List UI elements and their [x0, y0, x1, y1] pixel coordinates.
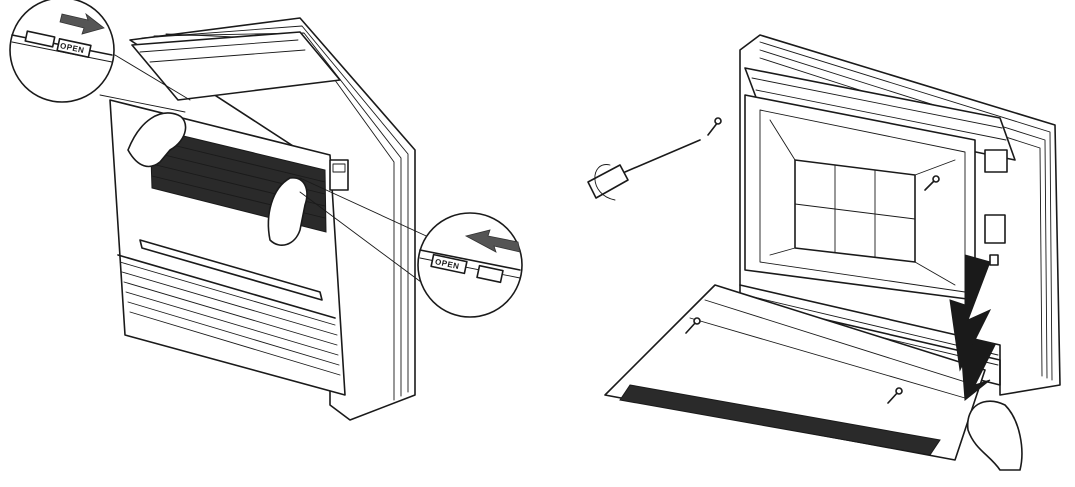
right-hand — [267, 177, 308, 246]
control-box — [984, 214, 1006, 244]
latch-callout-bottom: OPEN — [417, 212, 523, 318]
screw-icon — [685, 317, 701, 334]
intake-slots — [117, 239, 341, 376]
right-unit-figure — [587, 34, 1061, 471]
display-panel — [329, 159, 349, 191]
front-panel-opened — [604, 284, 986, 461]
latch-tab-bottom — [476, 264, 504, 284]
latch-callout-top: OPEN — [9, 0, 115, 103]
screwdriver-icon — [587, 139, 701, 201]
panel-intake-grille — [619, 384, 941, 456]
arrow-right-icon — [59, 12, 105, 35]
hand — [967, 400, 1023, 471]
screw-icon — [887, 387, 903, 404]
latch-label-box-top — [56, 38, 92, 58]
display-panel-open — [984, 149, 1008, 173]
arrow-down-icon — [961, 339, 996, 401]
screw-icon — [924, 175, 940, 191]
left-unit-figure — [99, 17, 436, 421]
latch-tab-top — [24, 30, 56, 48]
left-hand — [127, 112, 187, 168]
filter-frame — [769, 119, 956, 286]
latch-label-box-bottom — [430, 253, 468, 275]
screw-icon — [707, 117, 722, 136]
arrow-left-icon — [464, 229, 521, 253]
